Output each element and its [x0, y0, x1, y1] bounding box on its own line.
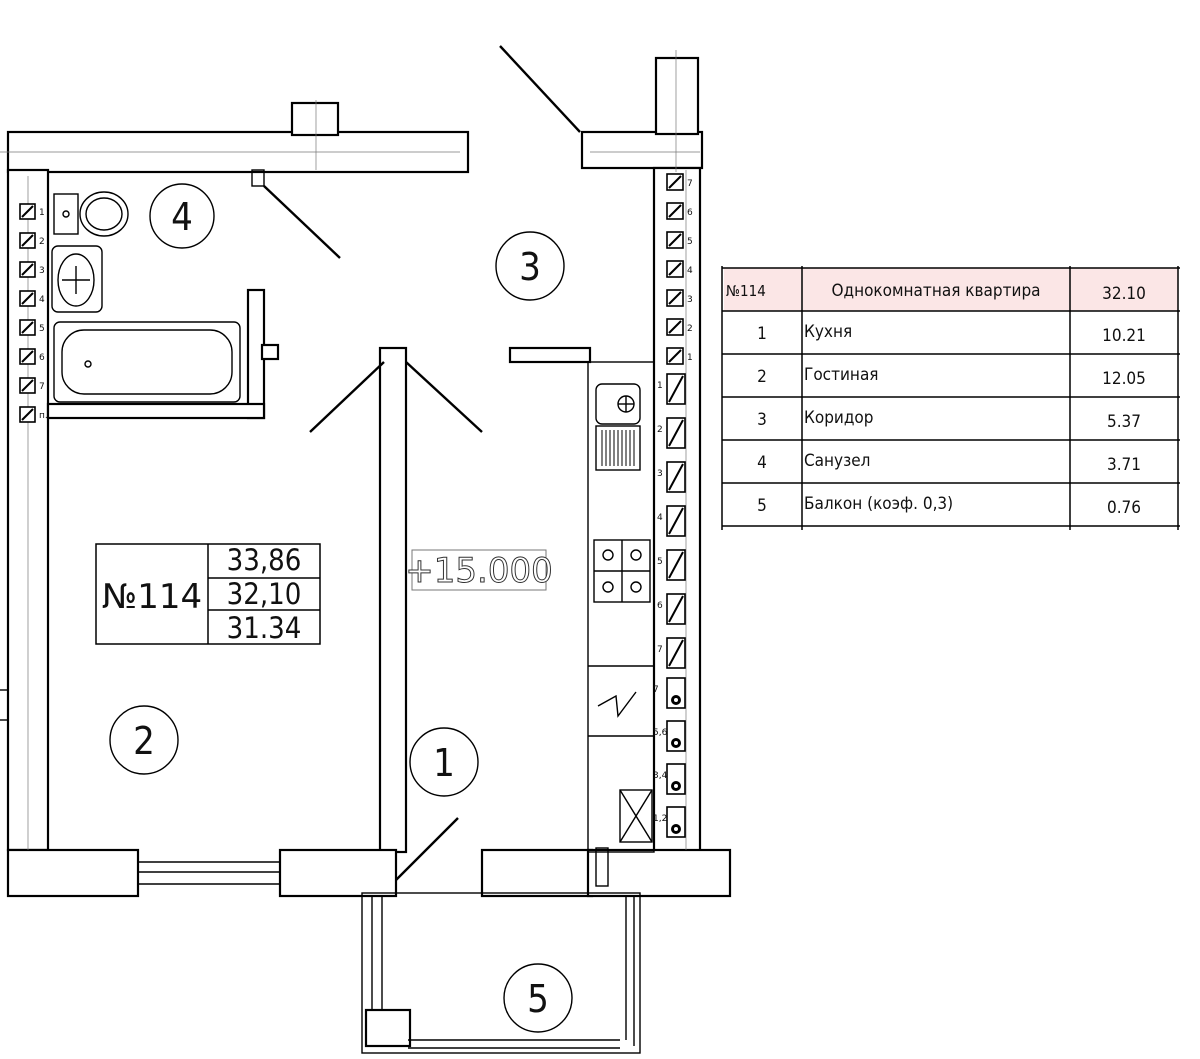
vent-icon: [666, 347, 684, 365]
vent-label: 6: [687, 208, 693, 218]
vent-label: 1: [687, 353, 693, 363]
duct-icon: [666, 417, 686, 449]
area-reduced: 31.34: [227, 611, 302, 645]
vent-label: 7: [39, 382, 45, 392]
room-4-number: 4: [171, 195, 193, 239]
room-1-circle: [409, 727, 479, 797]
table-row-name: Кухня: [804, 322, 852, 342]
table-row-area: 12.05: [1102, 369, 1146, 389]
vent-label: 3: [39, 266, 45, 276]
doors: [251, 45, 581, 881]
round-duct-label: 3,4: [653, 771, 668, 781]
vent-icon: [666, 202, 684, 220]
balcony: [361, 847, 641, 1054]
vent-label: п.: [39, 411, 48, 421]
duct-icon: [666, 549, 686, 581]
right-vent-column: 7 6 5 4 3 2 1 1 2 3 4 5 6 7 7 5,6 3,4 1,2: [653, 173, 693, 838]
vent-icon: [19, 348, 36, 365]
table-row-name: Балкон (коэф. 0,3): [804, 494, 953, 514]
walls: [0, 56, 732, 898]
vent-icon: [666, 289, 684, 307]
table-row-name: Коридор: [804, 408, 874, 428]
duct-icon: [666, 461, 686, 493]
table-row-area: 10.21: [1102, 326, 1146, 346]
duct-label: 7: [657, 645, 663, 655]
vent-icon: [666, 231, 684, 249]
vent-label: 4: [687, 266, 693, 276]
room-2-circle: [109, 705, 179, 775]
table-row-name: Санузел: [804, 451, 870, 471]
duct-icon: [666, 373, 686, 405]
vent-icon: [19, 261, 36, 278]
duct-label: 5: [657, 557, 663, 567]
kitchen-fixtures: [587, 361, 655, 853]
vent-label: 5: [39, 324, 45, 334]
vent-icon: [666, 173, 684, 191]
vent-label: 6: [39, 353, 45, 363]
apartment-label: №114 33,86 32,10 31.34: [95, 543, 321, 645]
vent-icon: [19, 377, 36, 394]
room-2-number: 2: [133, 719, 155, 763]
bathroom-fixtures: [51, 191, 241, 403]
room-3-number: 3: [519, 245, 541, 289]
table-row-num: 1: [757, 324, 767, 344]
table-row-num: 2: [757, 367, 767, 387]
round-duct-label: 1,2: [653, 814, 667, 824]
table-row-num: 4: [757, 453, 767, 473]
duct-label: 3: [657, 469, 663, 479]
area-total: 33,86: [227, 543, 302, 577]
table-header-name: Однокомнатная квартира: [831, 281, 1040, 301]
area-living: 32,10: [227, 577, 302, 611]
round-duct-icon: [666, 720, 686, 752]
vent-icon: [19, 319, 36, 336]
room-5-number: 5: [527, 977, 549, 1021]
axis-lines: [0, 50, 700, 850]
elevation-value: +15.000: [405, 551, 552, 591]
vent-label: 4: [39, 295, 45, 305]
duct-label: 1: [657, 381, 663, 391]
vent-icon: [19, 232, 36, 249]
area-table: №114 Однокомнатная квартира 32.10 1 Кухн…: [721, 266, 1180, 530]
vent-label: 3: [687, 295, 693, 305]
table-header-num: №114: [726, 282, 766, 300]
table-row-num: 5: [757, 496, 767, 516]
table-row-area: 0.76: [1107, 498, 1141, 518]
room-4-circle: [149, 183, 215, 249]
round-duct-label: 5,6: [653, 728, 668, 738]
table-row-area: 3.71: [1107, 455, 1141, 475]
vent-icon: [19, 406, 36, 423]
room-5-circle: [503, 963, 573, 1033]
vent-label: 5: [687, 237, 693, 247]
room-1-number: 1: [433, 741, 455, 785]
round-duct-icon: [666, 806, 686, 838]
vent-icon: [666, 318, 684, 336]
vent-icon: [19, 203, 36, 220]
apartment-number: №114: [102, 577, 202, 617]
round-duct-icon: [666, 677, 686, 709]
vent-icon: [19, 290, 36, 307]
table-row-name: Гостиная: [804, 365, 879, 385]
table-row-num: 3: [757, 410, 767, 430]
vent-label: 1: [39, 208, 45, 218]
duct-label: 2: [657, 425, 663, 435]
left-vent-column: 1 2 3 4 5 6 7 п.: [19, 203, 48, 423]
duct-label: 4: [657, 513, 663, 523]
vent-label: 2: [687, 324, 693, 334]
table-header-area: 32.10: [1102, 284, 1146, 304]
room-markers: 4 3 2 1 5: [109, 183, 573, 1033]
vent-label: 2: [39, 237, 45, 247]
duct-icon: [666, 505, 686, 537]
round-duct-label: 7: [653, 685, 659, 695]
room-3-circle: [495, 231, 565, 301]
vent-label: 7: [687, 179, 693, 189]
table-row-area: 5.37: [1107, 412, 1141, 432]
elevation-mark: +15.000: [405, 549, 553, 592]
duct-icon: [666, 637, 686, 669]
duct-icon: [666, 593, 686, 625]
vent-icon: [666, 260, 684, 278]
round-duct-icon: [666, 763, 686, 795]
duct-label: 6: [657, 601, 663, 611]
